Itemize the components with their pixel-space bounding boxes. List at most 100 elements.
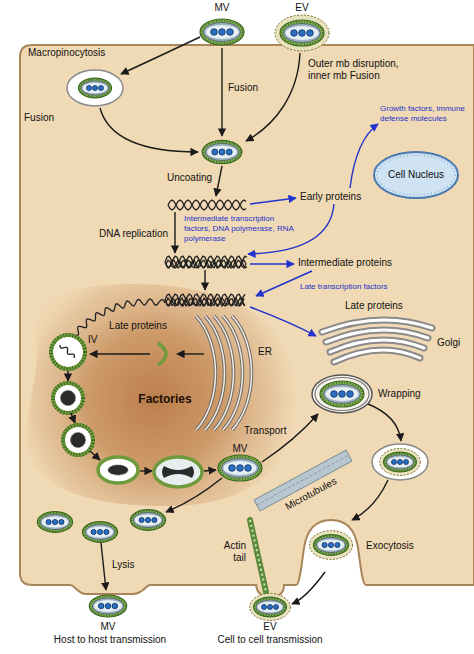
maturing-core <box>162 466 194 478</box>
virion-core <box>99 86 104 91</box>
mv-virion <box>130 510 165 531</box>
virion-part <box>81 81 109 95</box>
dna-helix <box>165 294 245 306</box>
virion-label: MV <box>226 443 254 455</box>
er-membrane <box>232 316 252 430</box>
virion-part <box>315 536 348 554</box>
virion-core <box>212 149 218 155</box>
virion-part <box>282 22 323 45</box>
flow-arrow <box>140 470 152 471</box>
flow-arrow <box>221 48 222 136</box>
dna-strand <box>168 200 246 210</box>
flow-arrow <box>121 37 200 74</box>
virion-part <box>386 455 414 469</box>
ev-envelope <box>380 449 421 476</box>
virion-part <box>222 459 259 478</box>
factory-region: Factories <box>15 280 315 510</box>
protein-label: Intermediate proteins <box>298 257 408 269</box>
dna-strand <box>166 260 246 268</box>
virion-part <box>206 25 239 39</box>
dna-strand <box>165 294 245 306</box>
virion-core <box>219 29 226 36</box>
entry-label: Fusion <box>24 112 64 124</box>
virion-part <box>130 510 165 531</box>
iv-nucleoid <box>71 433 86 448</box>
region-label: Factories <box>120 392 210 406</box>
protein-product-label: Intermediate transcription factors, DNA … <box>184 214 302 244</box>
actin-tail <box>250 520 266 592</box>
virion-label: EV <box>255 621 285 633</box>
virion-part <box>322 383 363 406</box>
ev-virion <box>275 15 329 51</box>
transmission-label: Host to host transmission <box>40 634 180 646</box>
flow-arrow <box>90 353 150 354</box>
dna-strand <box>168 200 246 210</box>
iv-nucleoid <box>108 465 128 475</box>
virion-part <box>224 461 257 475</box>
virion-part <box>135 514 161 525</box>
virion-part <box>255 598 286 615</box>
virion-core <box>97 529 102 534</box>
virion-core <box>322 542 327 547</box>
iv-membrane <box>63 425 93 455</box>
virion-part <box>91 596 126 615</box>
factory-region <box>27 284 296 506</box>
virion-part <box>94 600 122 612</box>
mv-virion <box>82 522 117 543</box>
step-label: Uncoating <box>142 172 212 184</box>
virion-part <box>205 143 238 160</box>
endosome <box>67 70 123 106</box>
protein-arrow <box>250 198 296 204</box>
er-membrane <box>205 316 225 430</box>
er-membrane <box>205 316 225 430</box>
mv-virion <box>89 595 126 617</box>
dna-strand <box>166 298 244 306</box>
flow-arrow <box>101 543 106 590</box>
organelle-label: Golgi <box>437 337 471 349</box>
immature-virion <box>51 335 85 369</box>
iv-membrane <box>51 335 85 369</box>
virion-core <box>227 29 234 36</box>
virion-part <box>320 381 364 407</box>
virion-core <box>145 517 150 522</box>
virion-core <box>262 605 267 610</box>
ev-envelope <box>250 594 291 621</box>
virion-part <box>80 79 111 96</box>
transport-vesicle <box>372 444 428 480</box>
flow-arrow <box>262 414 318 462</box>
virion-core <box>112 603 118 609</box>
virion-core <box>307 30 314 37</box>
virion-part <box>87 526 113 537</box>
virion-core <box>404 460 409 465</box>
flow-arrow <box>71 413 75 423</box>
step-label: DNA replication <box>60 228 168 240</box>
dna-helix <box>168 200 246 210</box>
organelle-label: Actin tail <box>214 540 246 564</box>
flow-arrow <box>177 353 204 354</box>
dna-strand <box>165 256 247 268</box>
virion-part <box>284 24 321 43</box>
ev-virion <box>250 594 291 621</box>
er-membrane <box>232 316 252 430</box>
flow-arrow <box>204 270 205 290</box>
entry-label: Fusion <box>228 82 268 94</box>
protein-arrow <box>250 307 316 336</box>
er-membrane <box>214 316 234 430</box>
ev-virion <box>380 449 421 476</box>
virion-core <box>274 605 279 610</box>
wrapping-membrane <box>312 375 372 413</box>
golgi-cisterna <box>334 350 420 362</box>
entry-label: Macropinocytosis <box>28 47 128 59</box>
virion-part <box>218 455 262 481</box>
virion-part <box>258 602 283 613</box>
virion-part <box>385 453 416 470</box>
step-label: Transport <box>244 425 296 437</box>
virion-core <box>52 519 57 524</box>
flow-arrow <box>100 108 198 152</box>
dna-helix <box>165 256 247 268</box>
mv-virion <box>312 375 372 413</box>
er-membrane <box>223 316 243 430</box>
iv-membrane <box>53 383 83 413</box>
virion-part <box>316 537 346 552</box>
